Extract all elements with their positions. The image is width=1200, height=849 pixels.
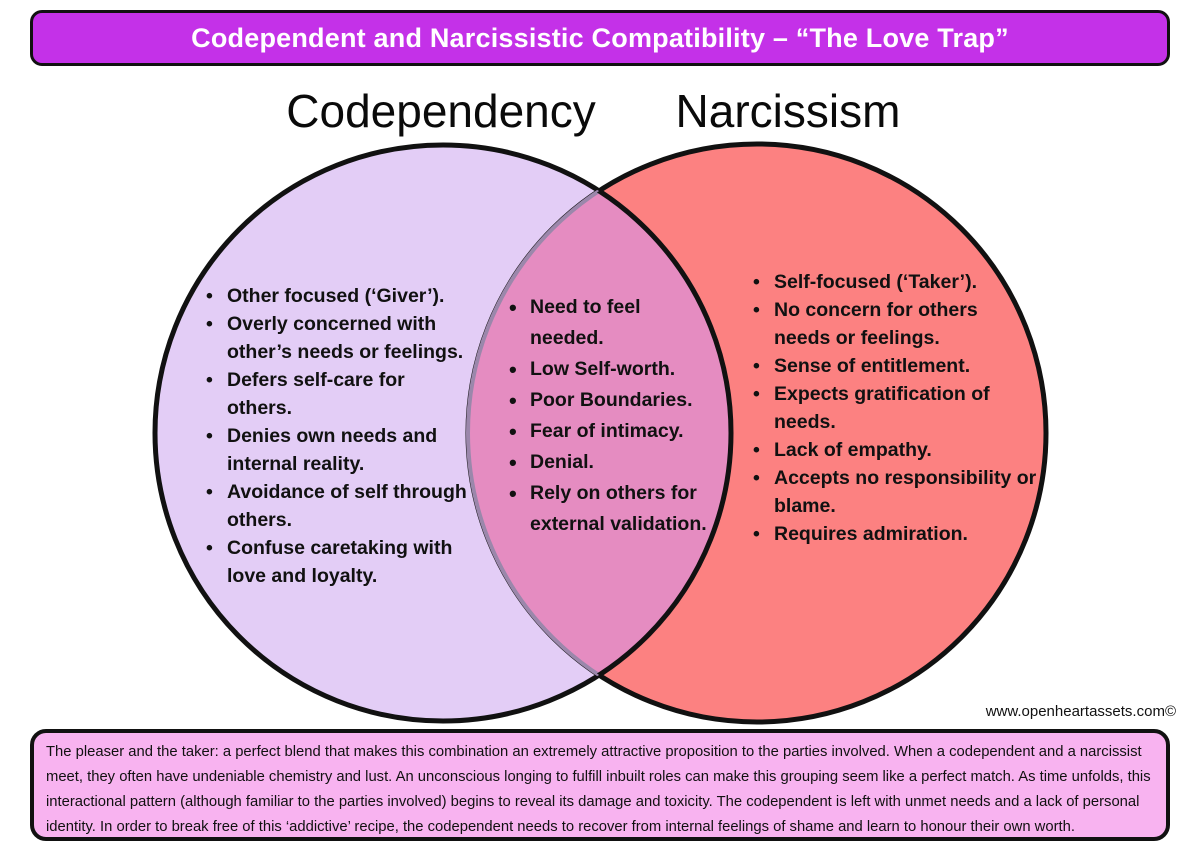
list-item: Other focused (‘Giver’). bbox=[203, 282, 495, 310]
list-item: Self-focused (‘Taker’). bbox=[750, 268, 1062, 296]
list-item: Rely on others for external validation. bbox=[506, 478, 738, 540]
list-item: Overly concerned with other’s needs or f… bbox=[203, 310, 495, 366]
overlap-lens-shape bbox=[468, 145, 731, 721]
list-item: Expects gratification of needs. bbox=[750, 380, 1062, 436]
narcissism-list: Self-focused (‘Taker’).No concern for ot… bbox=[750, 268, 1062, 548]
page-title: Codependent and Narcissistic Compatibili… bbox=[191, 22, 1009, 53]
overlap-list: Need to feel needed.Low Self-worth.Poor … bbox=[506, 292, 738, 540]
list-item: Sense of entitlement. bbox=[750, 352, 1062, 380]
watermark-url: www.openheartassets.com© bbox=[985, 703, 1176, 720]
list-item: Denies own needs and internal reality. bbox=[203, 422, 495, 478]
list-item: Low Self-worth. bbox=[506, 354, 738, 385]
list-item: Lack of empathy. bbox=[750, 436, 1062, 464]
codependency-list: Other focused (‘Giver’).Overly concerned… bbox=[203, 282, 495, 590]
list-item: Poor Boundaries. bbox=[506, 385, 738, 416]
list-item: Denial. bbox=[506, 447, 738, 478]
list-item: Fear of intimacy. bbox=[506, 416, 738, 447]
footer-description-box: The pleaser and the taker: a perfect ble… bbox=[30, 729, 1170, 841]
right-circle-heading: Narcissism bbox=[675, 85, 901, 137]
list-item: Avoidance of self through others. bbox=[203, 478, 495, 534]
list-item: Confuse caretaking with love and loyalty… bbox=[203, 534, 495, 590]
list-item: Requires admiration. bbox=[750, 520, 1062, 548]
list-item: Need to feel needed. bbox=[506, 292, 738, 354]
list-item: Accepts no responsibility or blame. bbox=[750, 464, 1062, 520]
list-item: No concern for others needs or feelings. bbox=[750, 296, 1062, 352]
footer-description-text: The pleaser and the taker: a perfect ble… bbox=[46, 744, 1151, 835]
list-item: Defers self-care for others. bbox=[203, 366, 495, 422]
left-circle-heading: Codependency bbox=[286, 85, 596, 137]
title-bar: Codependent and Narcissistic Compatibili… bbox=[30, 10, 1170, 66]
